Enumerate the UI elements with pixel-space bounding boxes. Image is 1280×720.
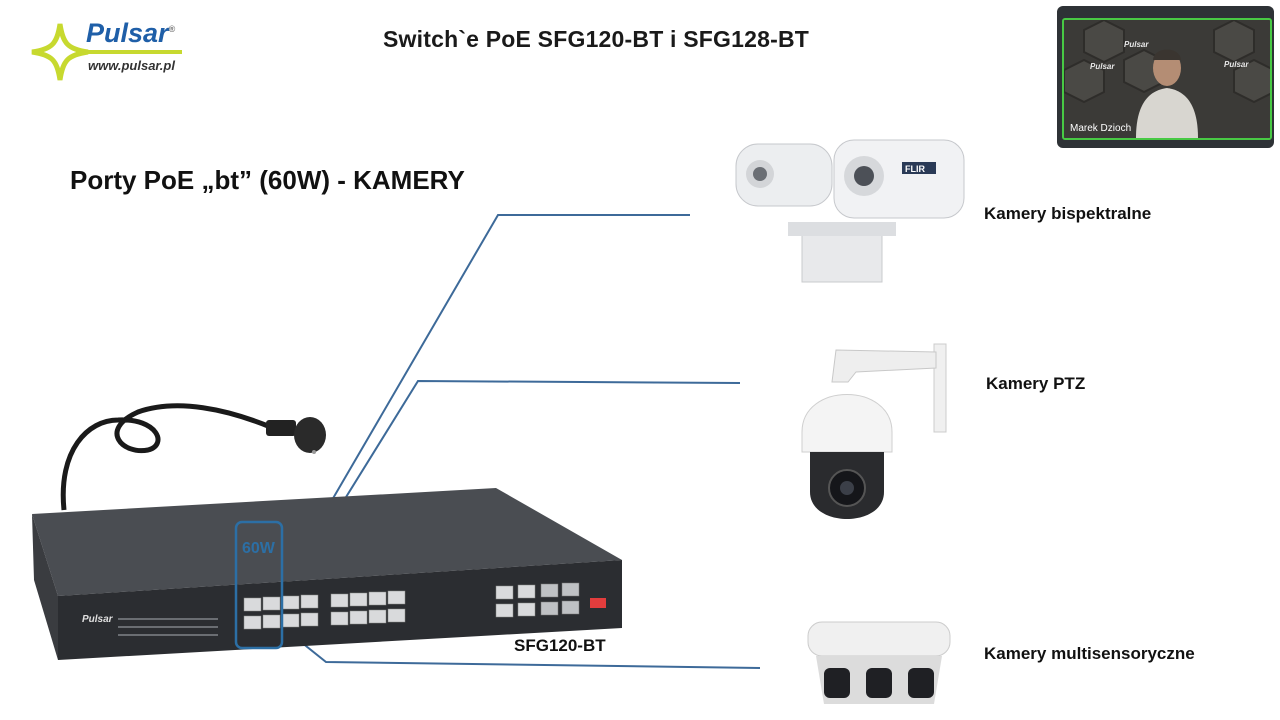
poe-bt-port-highlight — [234, 520, 284, 650]
power-plug-icon — [266, 417, 326, 454]
bispectral-camera-image: FLIR — [735, 139, 965, 283]
video-background — [1064, 20, 1270, 138]
power-cable — [60, 403, 269, 511]
participant-name: Marek Dzioch — [1070, 123, 1132, 134]
switch-image: Pulsar — [32, 403, 622, 660]
camera-label-multisensor: Kamery multisensoryczne — [984, 644, 1195, 663]
video-bg-logo: Pulsar — [1124, 40, 1149, 49]
multisensor-camera-image — [807, 621, 951, 704]
logo-text: Pulsar® — [86, 18, 176, 48]
video-feed: Pulsar Pulsar Pulsar Marek Dzioch — [1062, 18, 1272, 140]
logo-underline — [86, 50, 182, 54]
ptz-camera-image — [801, 343, 947, 519]
svg-text:FLIR: FLIR — [905, 164, 925, 174]
connector-line-bispectral — [267, 214, 690, 611]
logo-url: www.pulsar.pl — [88, 58, 175, 73]
camera-label-bispectral: Kamery bispektralne — [984, 204, 1152, 223]
pulsar-logo-star-icon — [31, 23, 89, 81]
port-power-label: 60W — [242, 540, 275, 557]
switch-model-label: SFG120-BT — [514, 636, 606, 655]
svg-text:Pulsar: Pulsar — [82, 614, 114, 625]
slide-title: Switch`e PoE SFG120-BT i SFG128-BT — [383, 26, 809, 52]
ports-heading: Porty PoE „bt” (60W) - KAMERY — [70, 165, 465, 195]
video-bg-logo-2: Pulsar — [1090, 62, 1115, 71]
video-bg-logo-3: Pulsar — [1224, 60, 1249, 69]
camera-label-ptz: Kamery PTZ — [986, 374, 1086, 393]
